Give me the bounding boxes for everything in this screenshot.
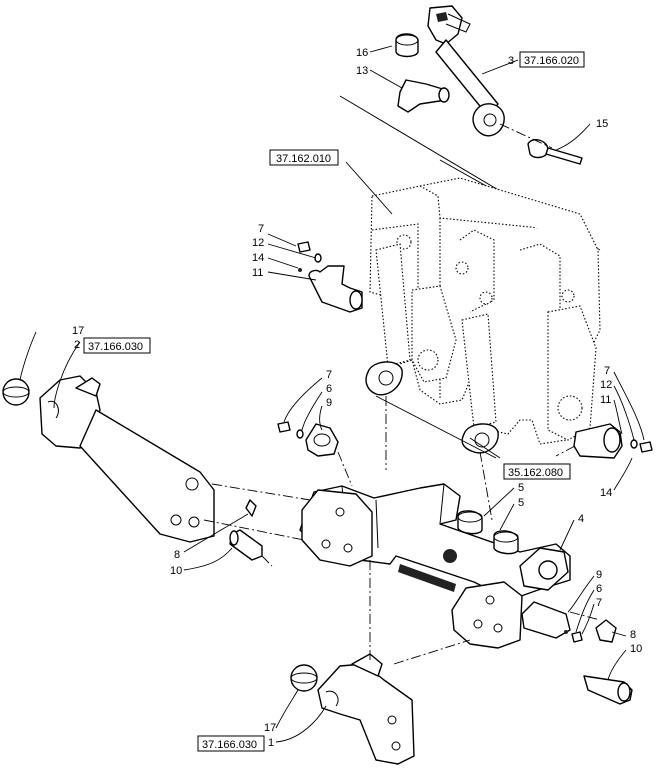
callout-14-right: 14 [600, 487, 612, 499]
lift-pin-11-right [573, 423, 623, 459]
ref-label-35-162-080: 35.162.080 [508, 467, 563, 479]
ref-label-37-162-010: 37.162.010 [276, 153, 331, 165]
lift-cylinder-left [365, 243, 411, 396]
bushing-5-b [493, 530, 519, 555]
ref-label-37-166-030-lower: 37.166.030 [202, 739, 257, 751]
lift-pin-11-upper [308, 265, 363, 313]
ref-label-37-166-020: 37.166.020 [524, 55, 579, 67]
lift-arm-right [547, 305, 597, 441]
lower-link-arm-4 [519, 547, 569, 591]
callout-17-left: 17 [72, 325, 84, 337]
ball-joint-17-lower [290, 664, 318, 692]
callout-7-mid: 7 [326, 369, 332, 381]
top-link-assembly [427, 5, 505, 137]
lynch-pin-15 [527, 139, 583, 165]
callout-9-mid: 9 [326, 397, 332, 409]
callout-12-upper: 12 [252, 237, 264, 249]
hitch-plate-left [301, 489, 373, 567]
callout-10-left: 10 [170, 565, 182, 577]
bushing-5-a [457, 510, 483, 535]
callout-16: 16 [356, 47, 368, 59]
ref-box-35-162-080 [503, 463, 571, 480]
callout-1: 1 [268, 737, 274, 749]
lift-arm-left [411, 285, 457, 383]
axis-line-top [499, 123, 553, 149]
pin-9-right [521, 601, 571, 639]
washer-12-right [630, 439, 638, 449]
washer-6-right [564, 630, 568, 634]
callout-7-upper: 7 [258, 223, 264, 235]
callout-7-right: 7 [604, 365, 610, 377]
callout-2: 2 [74, 339, 80, 351]
callout-17-lower: 17 [264, 722, 276, 734]
washer-6-left [296, 429, 304, 439]
callout-11-right: 11 [600, 394, 611, 406]
callout-5-a: 5 [518, 482, 524, 494]
bolt-7-lower-right [571, 631, 583, 643]
callout-12-right: 12 [600, 379, 612, 391]
washer-14-upper [298, 268, 302, 272]
callout-14-upper: 14 [252, 252, 264, 264]
lower-link-plate-left [79, 409, 215, 543]
leader-lines [19, 45, 645, 743]
hitch-plate-right [451, 581, 523, 649]
callout-6-right: 6 [596, 583, 602, 595]
callout-15: 15 [596, 118, 608, 130]
callout-4: 4 [578, 513, 584, 525]
ref-box-37-166-030-upper [83, 337, 151, 354]
bolt-7-upper [297, 241, 311, 253]
callout-8-right: 8 [630, 629, 636, 641]
ref-label-37-166-030-upper: 37.166.030 [88, 341, 143, 353]
callout-6-mid: 6 [326, 383, 332, 395]
ref-box-37-162-010 [269, 149, 339, 166]
bolt-7-right [639, 441, 653, 453]
callout-13: 13 [356, 65, 368, 77]
callout-7-lower-right: 7 [596, 597, 602, 609]
alignment-lines [203, 396, 601, 665]
hook-body-1 [317, 653, 415, 765]
callout-8-left: 8 [174, 549, 180, 561]
callout-10-right: 10 [630, 643, 642, 655]
bolt-7-left [277, 421, 291, 433]
callout-labels: 16 13 3 15 7 12 14 11 17 2 7 6 9 7 12 11… [72, 47, 642, 749]
clip-8-left [245, 499, 257, 517]
callout-11-upper: 11 [252, 267, 263, 279]
pin-10-left [229, 529, 263, 561]
callout-3: 3 [508, 55, 514, 67]
ref-box-37-166-020 [519, 51, 585, 68]
pin-13 [397, 79, 450, 113]
callout-5-b: 5 [518, 497, 524, 509]
callout-9-right: 9 [596, 569, 602, 581]
bracket-9-left [305, 423, 339, 457]
lift-cylinder-right [461, 313, 499, 454]
ref-box-37-166-030-lower [197, 735, 265, 752]
pin-10-right [583, 675, 633, 705]
decal-strip [398, 549, 457, 592]
reference-boxes: 37.166.020 37.162.010 37.166.030 35.162.… [83, 51, 585, 752]
ball-joint-17-left [2, 378, 30, 406]
clip-8-right [595, 619, 617, 643]
bushing-16 [395, 33, 419, 58]
